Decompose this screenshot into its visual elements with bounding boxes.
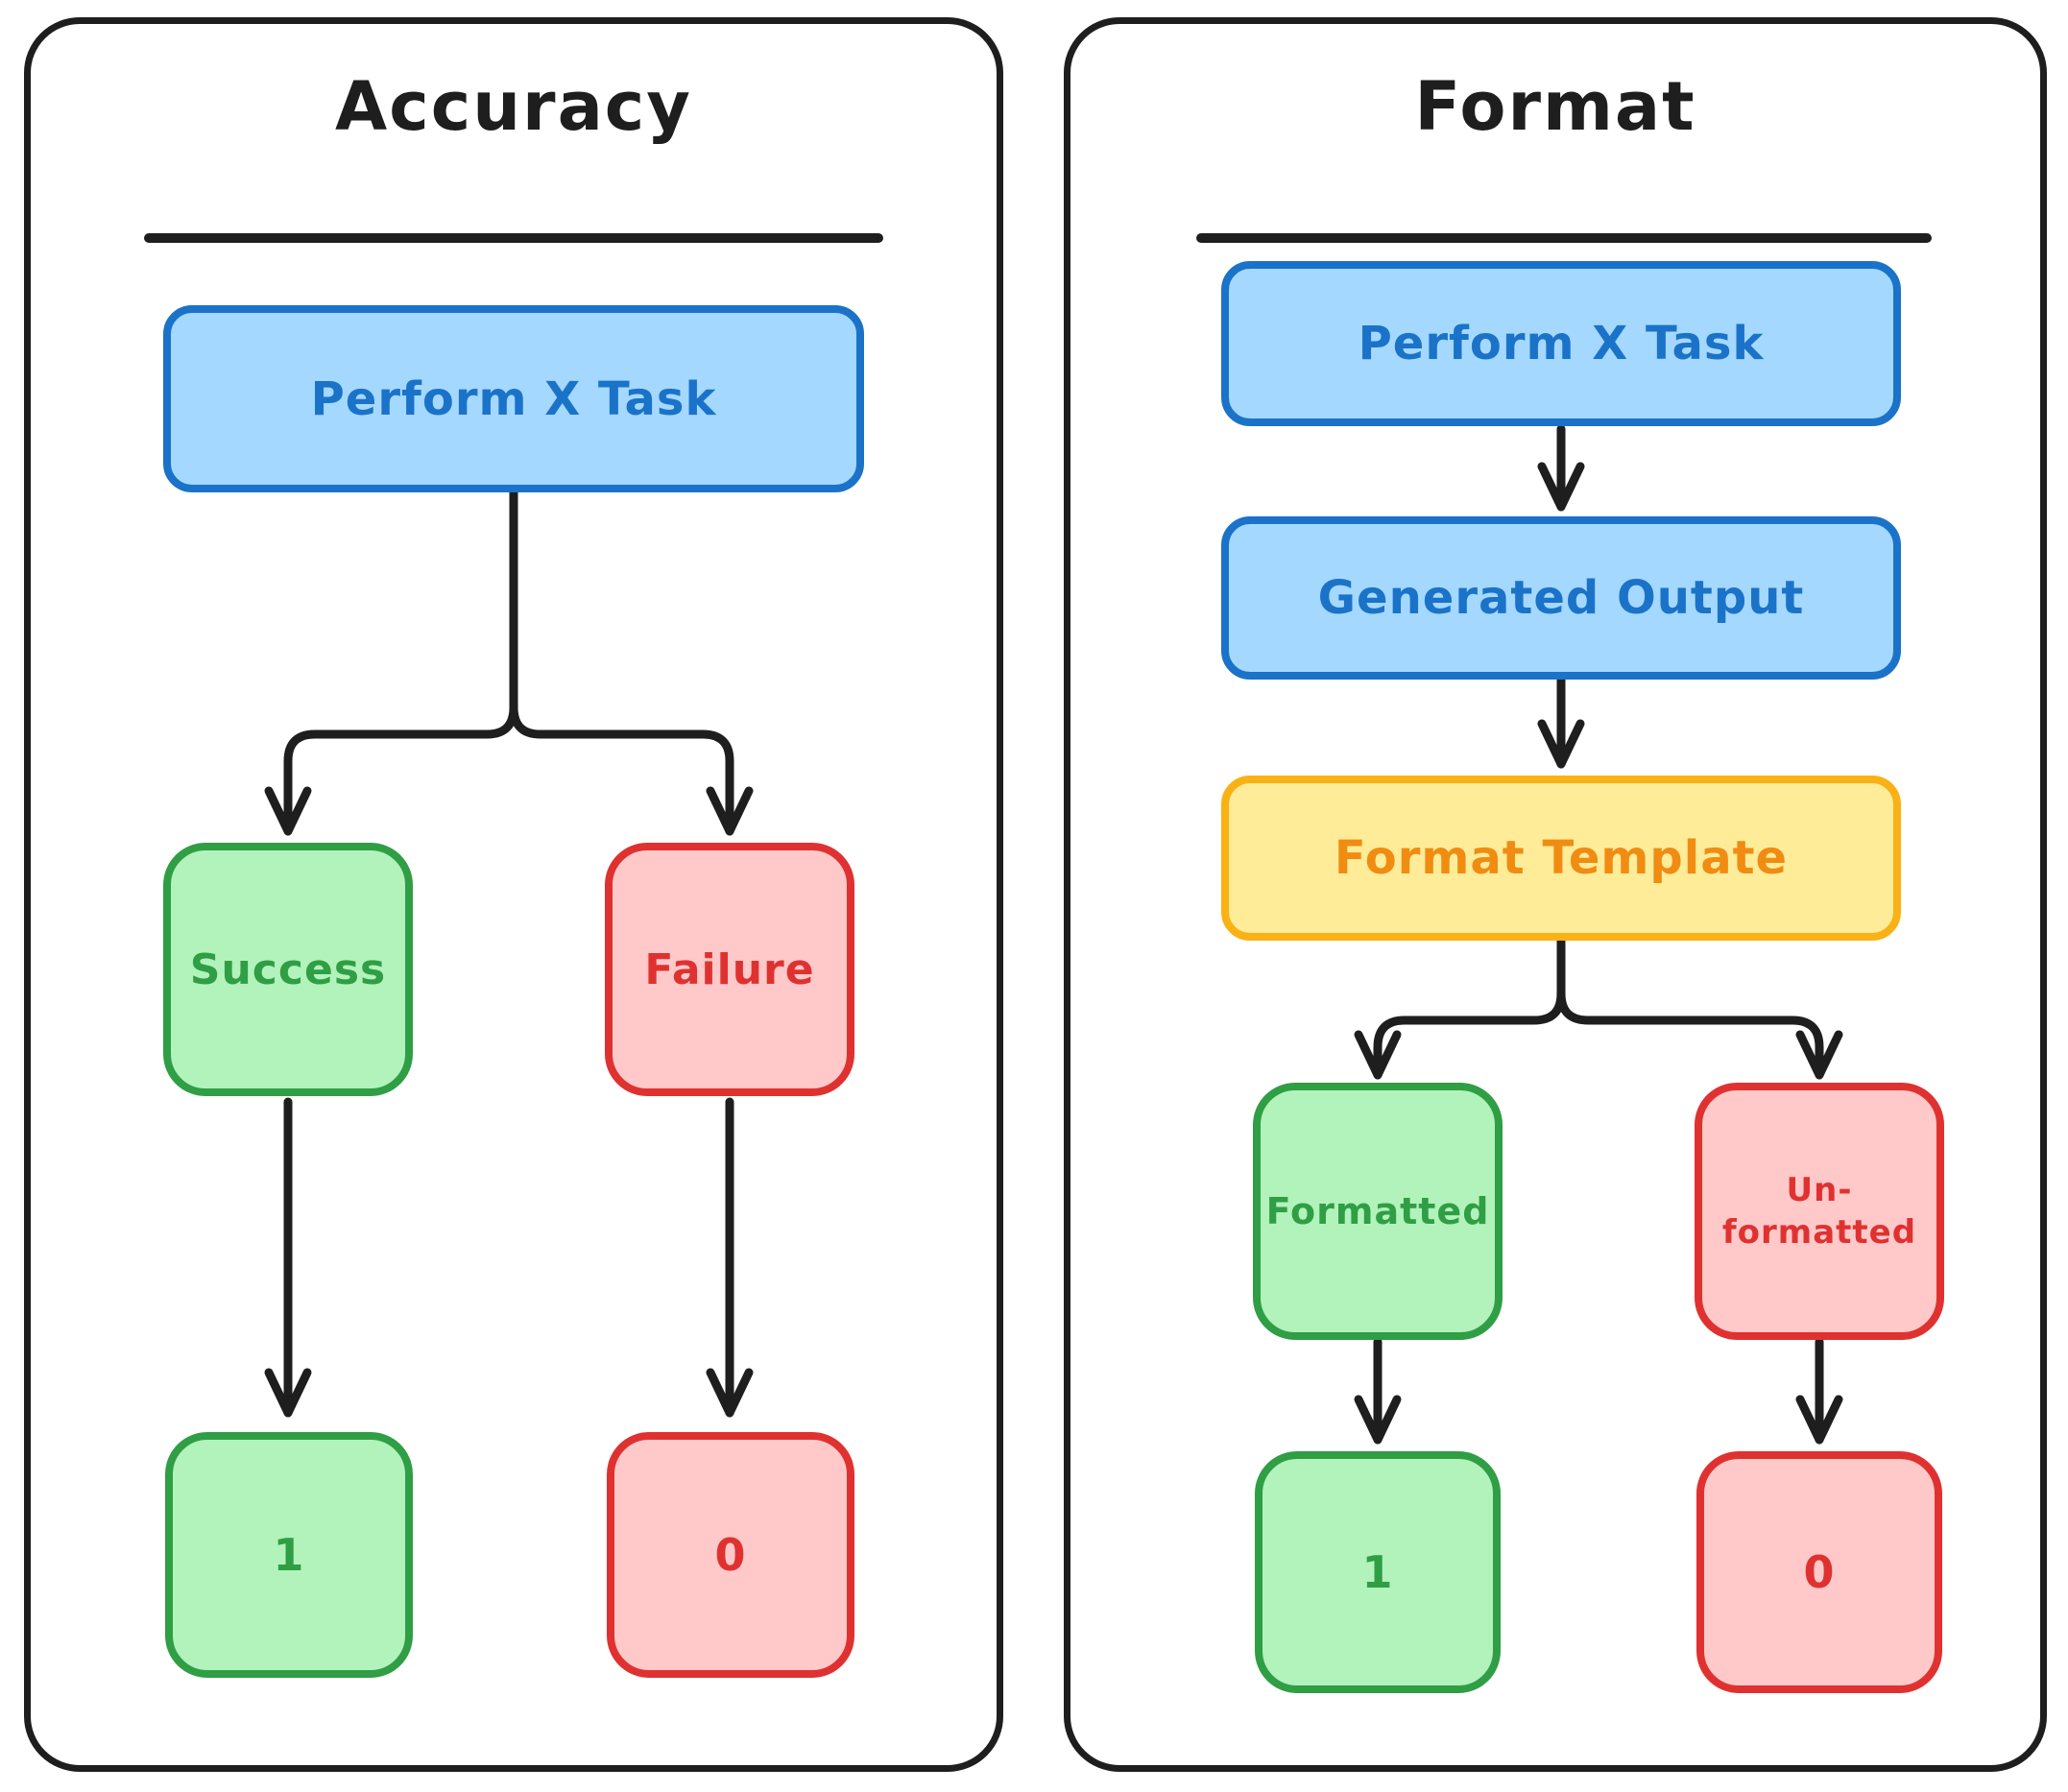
format-template-node: Format Template xyxy=(1221,776,1901,941)
format-generated-output-label: Generated Output xyxy=(1317,571,1805,625)
format-template-label: Format Template xyxy=(1334,831,1789,885)
format-task-node: Perform X Task xyxy=(1221,261,1901,426)
accuracy-title-underline xyxy=(144,233,883,243)
format-title-underline xyxy=(1196,233,1932,243)
format-formatted-label: Formatted xyxy=(1265,1190,1490,1232)
format-generated-output-node: Generated Output xyxy=(1221,516,1901,680)
accuracy-task-label: Perform X Task xyxy=(310,371,717,426)
format-unformatted-node: Un- formatted xyxy=(1695,1083,1944,1340)
format-formatted-score-value: 1 xyxy=(1361,1546,1394,1598)
accuracy-success-score-node: 1 xyxy=(165,1432,413,1678)
format-unformatted-label-line2: formatted xyxy=(1721,1213,1917,1252)
accuracy-success-node: Success xyxy=(163,843,413,1096)
format-formatted-node: Formatted xyxy=(1253,1083,1503,1340)
format-unformatted-score-value: 0 xyxy=(1803,1546,1836,1598)
accuracy-failure-score-value: 0 xyxy=(714,1529,747,1581)
accuracy-failure-node: Failure xyxy=(605,843,854,1096)
accuracy-task-node: Perform X Task xyxy=(163,305,864,492)
accuracy-success-label: Success xyxy=(189,944,387,994)
format-panel-title: Format xyxy=(1414,67,1696,146)
accuracy-success-score-value: 1 xyxy=(273,1529,305,1581)
accuracy-failure-score-node: 0 xyxy=(607,1432,854,1678)
accuracy-panel-frame xyxy=(24,17,1003,1772)
format-task-label: Perform X Task xyxy=(1358,317,1765,370)
format-panel-frame xyxy=(1064,17,2047,1772)
accuracy-panel-title: Accuracy xyxy=(335,67,692,146)
format-unformatted-score-node: 0 xyxy=(1696,1451,1942,1693)
accuracy-failure-label: Failure xyxy=(644,944,815,994)
format-unformatted-label-line1: Un- xyxy=(1786,1170,1853,1209)
format-formatted-score-node: 1 xyxy=(1255,1451,1501,1693)
